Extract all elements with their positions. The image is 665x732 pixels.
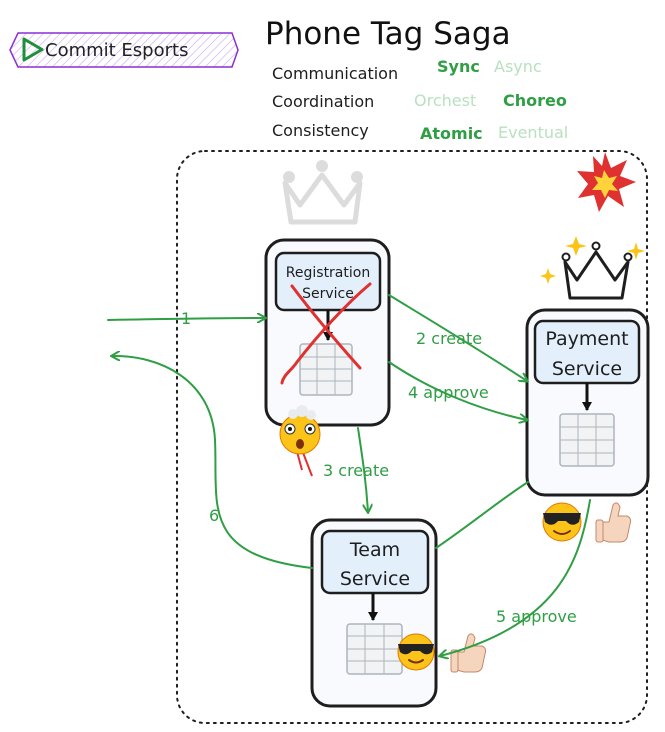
team-service-name: Team — [349, 539, 400, 561]
dimension-label-communication: Communication — [272, 64, 398, 83]
registration-service[interactable]: Registration Service — [264, 238, 391, 427]
database-icon — [346, 623, 403, 675]
edge-team-payment-line — [435, 481, 529, 549]
payment-service-name: Payment — [545, 328, 628, 350]
play-icon — [22, 37, 44, 62]
cool-emoji-icon — [542, 502, 582, 542]
edge-1-line — [107, 318, 265, 320]
option-eventual: Eventual — [498, 123, 568, 142]
edge-5-line — [440, 499, 591, 656]
edge-6-label: 6 — [209, 506, 219, 525]
edge-4-line — [388, 361, 527, 420]
database-icon — [559, 413, 615, 467]
team-service-header — [320, 529, 430, 595]
dimension-label-coordination: Coordination — [272, 92, 374, 111]
red-x-icon — [280, 282, 372, 385]
payment-service-name-line2: Service — [552, 358, 622, 380]
edge-3-label: 3 create — [323, 461, 389, 480]
edge-4-label: 4 approve — [408, 383, 489, 402]
option-async: Async — [494, 57, 542, 76]
dimension-label-consistency: Consistency — [272, 121, 369, 140]
crown-icon — [561, 241, 633, 300]
thumbs-up-icon — [595, 502, 632, 543]
page-title: Phone Tag Saga — [265, 16, 511, 52]
shocked-emoji-icon — [279, 405, 321, 477]
logo: Commit Esports — [9, 32, 239, 68]
team-service-name-line2: Service — [340, 568, 410, 590]
edge-2-line — [388, 294, 527, 381]
edge-3-line — [357, 427, 368, 512]
explosion-icon — [577, 152, 636, 212]
edge-6-line — [112, 356, 313, 569]
option-orchest: Orchest — [414, 91, 476, 110]
option-atomic: Atomic — [420, 124, 483, 143]
edge-5-label: 5 approve — [496, 607, 577, 626]
edges: 1 2 create 4 approve 3 create 5 approve … — [107, 294, 591, 656]
option-sync: Sync — [437, 57, 480, 76]
database-icon — [299, 343, 353, 396]
edge-1-label: 1 — [181, 309, 191, 328]
payment-service[interactable]: Payment Service — [525, 308, 650, 497]
crown-icon — [282, 160, 363, 225]
thumbs-up-icon — [450, 633, 487, 673]
registration-service-name: Registration — [286, 265, 370, 281]
edge-2-label: 2 create — [416, 329, 482, 348]
sparkles-icon — [540, 236, 645, 284]
registration-service-name-line2: Service — [302, 286, 354, 302]
dimensions-legend: Communication Sync Async Coordination Or… — [272, 57, 568, 143]
logo-badge — [9, 32, 239, 68]
cool-emoji-icon — [397, 633, 435, 671]
option-choreo: Choreo — [503, 91, 567, 110]
logo-text: Commit Esports — [45, 40, 188, 61]
team-service[interactable]: Team Service — [310, 518, 438, 708]
